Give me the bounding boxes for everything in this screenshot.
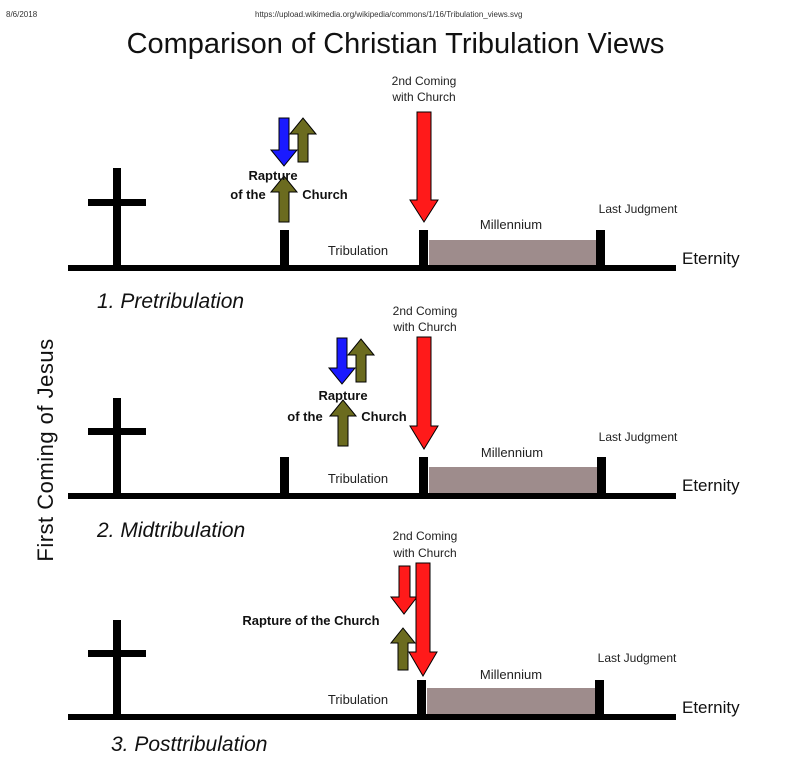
- second-coming-label-line1: 2nd Coming: [392, 74, 457, 88]
- arrow-up-icon: [288, 117, 318, 163]
- millennium-label: Millennium: [480, 667, 542, 682]
- second-coming-marker: [417, 680, 426, 718]
- arrow-down-icon: [408, 562, 438, 677]
- timeline-line: [68, 714, 676, 720]
- millennium-label: Millennium: [481, 445, 543, 460]
- cross-icon: [88, 168, 146, 268]
- eternity-label: Eternity: [682, 476, 740, 495]
- last-judgment-marker: [595, 680, 604, 718]
- arrow-down-icon: [269, 117, 299, 167]
- view-pretribulation: Rapture of the Church 2nd Coming with Ch…: [68, 74, 740, 313]
- rapture-label-line2: of the: [230, 187, 265, 202]
- tribulation-start-marker: [280, 230, 289, 268]
- tribulation-start-marker: [280, 457, 289, 495]
- arrow-down-icon: [389, 565, 419, 615]
- timeline-line: [68, 265, 676, 271]
- last-judgment-marker: [596, 230, 605, 268]
- last-judgment-label: Last Judgment: [598, 651, 677, 665]
- second-coming-label-line1: 2nd Coming: [393, 529, 458, 543]
- arrow-down-icon: [409, 336, 439, 450]
- eternity-label: Eternity: [682, 698, 740, 717]
- page-title: Comparison of Christian Tribulation View…: [126, 28, 665, 60]
- arrow-down-icon: [327, 337, 357, 385]
- rapture-label: Rapture of the Church: [242, 613, 379, 628]
- cross-icon: [88, 398, 146, 496]
- rapture-label-line2: of the: [287, 409, 322, 424]
- second-coming-label-line2: with Church: [392, 320, 456, 334]
- last-judgment-label: Last Judgment: [599, 202, 678, 216]
- cross-icon: [88, 620, 146, 718]
- arrow-down-icon: [409, 111, 439, 223]
- arrow-up-icon: [389, 627, 417, 671]
- second-coming-marker: [419, 230, 428, 268]
- second-coming-label-line1: 2nd Coming: [393, 304, 458, 318]
- millennium-bar: [429, 467, 597, 493]
- second-coming-label-line2: with Church: [392, 546, 456, 560]
- view-label: 2. Midtribulation: [96, 519, 245, 542]
- last-judgment-marker: [597, 457, 606, 495]
- millennium-bar: [429, 240, 596, 265]
- header-url: https://upload.wikimedia.org/wikipedia/c…: [255, 10, 523, 19]
- arrow-up-icon: [346, 338, 376, 383]
- tribulation-label: Tribulation: [328, 243, 388, 258]
- second-coming-marker: [419, 457, 428, 495]
- arrow-up-icon: [328, 399, 358, 447]
- second-coming-label-line2: with Church: [391, 90, 455, 104]
- rapture-label-line1: Rapture: [318, 388, 367, 403]
- view-label: 3. Posttribulation: [111, 733, 267, 756]
- millennium-label: Millennium: [480, 217, 542, 232]
- timeline-line: [68, 493, 676, 499]
- last-judgment-label: Last Judgment: [599, 430, 678, 444]
- tribulation-label: Tribulation: [328, 471, 388, 486]
- tribulation-label: Tribulation: [328, 692, 388, 707]
- millennium-bar: [427, 688, 595, 714]
- view-midtribulation: Rapture of the Church 2nd Coming with Ch…: [68, 304, 740, 542]
- rapture-label-line3: Church: [361, 409, 407, 424]
- rapture-label-line3: Church: [302, 187, 348, 202]
- arrow-up-icon: [269, 175, 299, 223]
- view-label: 1. Pretribulation: [97, 290, 244, 313]
- rapture-label-line1: Rapture: [248, 168, 297, 183]
- eternity-label: Eternity: [682, 249, 740, 268]
- header-date: 8/6/2018: [6, 10, 38, 19]
- view-posttribulation: Rapture of the Church 2nd Coming with Ch…: [68, 529, 740, 756]
